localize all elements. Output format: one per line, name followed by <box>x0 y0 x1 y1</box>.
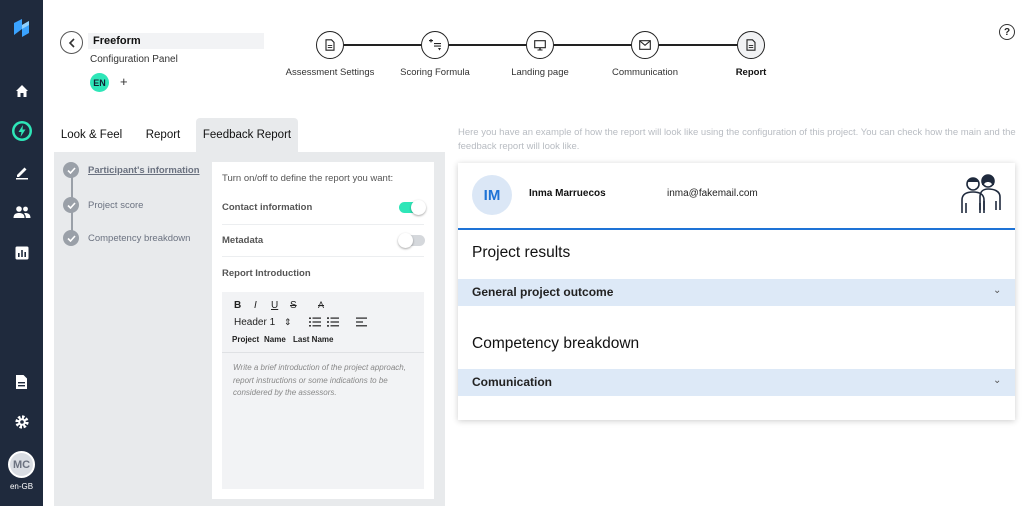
divider <box>222 224 424 225</box>
step-label[interactable]: Assessment Settings <box>285 67 375 78</box>
bold-button[interactable]: B <box>234 300 242 311</box>
stepper-connector <box>449 44 526 46</box>
competency-breakdown-heading: Competency breakdown <box>472 335 640 352</box>
report-icon <box>746 39 756 51</box>
brand-logo-icon[interactable] <box>0 15 43 39</box>
step-communication[interactable] <box>631 31 659 59</box>
contact-information-label: Contact information <box>222 202 313 213</box>
preview-note: Here you have an example of how the repo… <box>458 127 1016 152</box>
step-label[interactable]: Communication <box>612 67 678 78</box>
bullet-list-icon[interactable] <box>327 317 339 330</box>
heading-select-arrows[interactable]: ⇕ <box>284 317 292 327</box>
settings-gear-icon[interactable] <box>0 410 43 434</box>
participant-avatar: IM <box>472 175 512 215</box>
divider <box>222 256 424 257</box>
underline-button[interactable]: U <box>271 300 279 311</box>
metadata-toggle[interactable] <box>398 233 425 248</box>
stepper-connector <box>344 44 421 46</box>
tab-look-and-feel[interactable]: Look & Feel <box>60 129 123 141</box>
introduction-textarea[interactable]: Write a brief introduction of the projec… <box>233 363 406 397</box>
app-sidebar: MC en-GB <box>0 0 43 506</box>
insert-tag-last-name[interactable]: Last Name <box>293 335 334 344</box>
preview-divider <box>458 228 1015 230</box>
general-project-outcome-accordion[interactable] <box>458 279 1015 306</box>
document-icon <box>325 39 335 51</box>
chevron-down-icon[interactable]: ⌄ <box>993 285 1002 296</box>
report-introduction-label: Report Introduction <box>222 268 311 279</box>
home-icon[interactable] <box>0 79 43 103</box>
italic-button[interactable]: I <box>254 300 257 311</box>
lightning-icon[interactable] <box>0 119 43 143</box>
stepper-connector <box>554 44 631 46</box>
accordion-label: Comunication <box>472 375 552 389</box>
options-intro: Turn on/off to define the report you wan… <box>222 173 394 184</box>
participant-name: Inma Marruecos <box>529 188 606 199</box>
step-scoring-formula[interactable] <box>421 31 449 59</box>
check-circle-icon <box>63 230 79 246</box>
mail-icon <box>639 40 651 50</box>
project-results-heading: Project results <box>472 244 571 261</box>
help-button[interactable]: ? <box>999 24 1015 40</box>
user-avatar[interactable]: MC <box>8 451 35 478</box>
users-icon[interactable] <box>0 200 43 224</box>
step-label[interactable]: Report <box>735 67 767 78</box>
insert-tag-project[interactable]: Project <box>232 335 260 344</box>
clear-format-button[interactable]: A <box>318 300 325 310</box>
language-badge[interactable]: EN <box>90 73 109 92</box>
strikethrough-button[interactable]: S <box>290 300 297 311</box>
document-icon[interactable] <box>0 370 43 394</box>
step-report[interactable] <box>737 31 765 59</box>
edit-icon[interactable] <box>0 160 43 184</box>
page-subtitle: Configuration Panel <box>90 54 178 65</box>
contact-information-toggle[interactable] <box>399 200 426 215</box>
heading-select[interactable]: Header 1 <box>234 317 276 328</box>
step-assessment-settings[interactable] <box>316 31 344 59</box>
title-field[interactable] <box>88 33 264 49</box>
add-language-button[interactable]: + <box>120 74 128 89</box>
section-project-score[interactable]: Project score <box>88 200 144 211</box>
step-label[interactable]: Landing page <box>511 67 569 78</box>
check-circle-icon <box>63 162 79 178</box>
stepper-connector <box>659 44 737 46</box>
back-button[interactable] <box>60 31 83 54</box>
participant-email: inma@fakemail.com <box>667 188 758 199</box>
formula-icon <box>428 39 441 51</box>
step-landing-page[interactable] <box>526 31 554 59</box>
accordion-label: General project outcome <box>472 285 614 299</box>
step-label[interactable]: Scoring Formula <box>400 67 470 78</box>
section-competency-breakdown[interactable]: Competency breakdown <box>88 233 191 244</box>
ordered-list-icon[interactable] <box>309 317 321 330</box>
comunication-accordion[interactable] <box>458 369 1015 396</box>
chevron-left-icon <box>68 37 75 48</box>
insert-tag-name[interactable]: Name <box>264 335 286 344</box>
chevron-down-icon[interactable]: ⌄ <box>993 375 1002 386</box>
align-left-icon[interactable] <box>356 317 367 330</box>
team-people-icon <box>959 172 1003 219</box>
editor-divider <box>222 352 424 353</box>
page-title: Freeform <box>93 35 141 47</box>
tab-report[interactable]: Report <box>145 129 181 141</box>
check-circle-icon <box>63 197 79 213</box>
section-participants-information[interactable]: Participant's information <box>88 165 200 176</box>
metadata-label: Metadata <box>222 235 264 246</box>
monitor-icon <box>534 39 546 50</box>
rich-text-editor <box>222 292 424 489</box>
chart-icon[interactable] <box>0 241 43 265</box>
locale-label: en-GB <box>9 482 34 491</box>
tab-feedback-report[interactable]: Feedback Report <box>196 118 298 152</box>
